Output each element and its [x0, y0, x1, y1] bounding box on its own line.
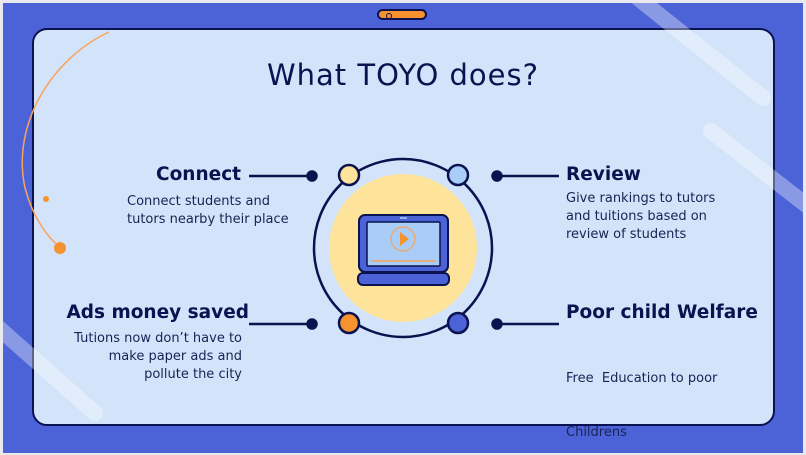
tab-dot [386, 12, 392, 19]
feature-title-review: Review [566, 164, 641, 185]
feature-title-welfare: Poor child Welfare [566, 302, 758, 323]
slide: What TOYO does? Connect Connect students… [3, 3, 803, 453]
feature-desc-welfare: Free Education to poor Childrens [566, 371, 718, 440]
feature-title-connect: Connect [156, 164, 241, 185]
feature-desc-ads: Tutions now don’t have to make paper ads… [74, 331, 242, 382]
feature-desc-connect: Connect students and tutors nearby their… [127, 194, 289, 227]
slide-top-tab [377, 9, 427, 20]
slide-title: What TOYO does? [266, 58, 540, 92]
feature-title-ads: Ads money saved [66, 302, 249, 323]
feature-desc-review: Give rankings to tutors and tuitions bas… [566, 191, 716, 242]
